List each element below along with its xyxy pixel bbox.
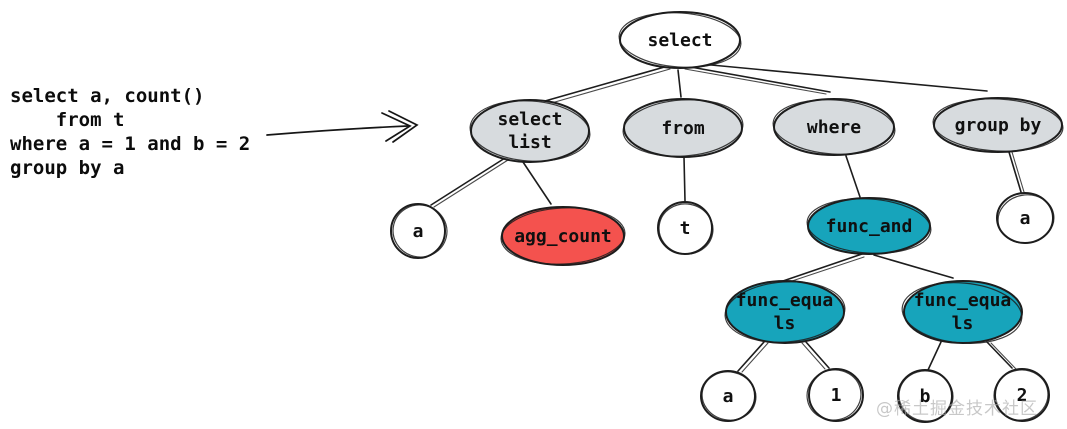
node-shape-select <box>618 11 742 69</box>
node-shape-agg-count <box>500 206 626 266</box>
node-shape-from <box>622 98 744 158</box>
node-shapes <box>390 11 1064 423</box>
node-shape-a-cond <box>700 370 757 422</box>
node-shape-t <box>657 201 714 255</box>
node-shape-lit-1 <box>806 368 864 422</box>
node-shape-lit-2 <box>993 368 1050 422</box>
node-shape-func-equals-2 <box>901 280 1023 344</box>
node-shape-func-and <box>806 197 932 255</box>
node-shape-select-list <box>469 99 591 163</box>
node-shape-a-group <box>996 192 1055 244</box>
sql-source-code: select a, count() from t where a = 1 and… <box>10 85 251 179</box>
node-shape-where <box>772 98 896 156</box>
node-shape-group-by <box>932 97 1064 153</box>
arrow-right-icon <box>266 110 419 143</box>
tree-edges <box>430 62 1025 373</box>
node-shape-b-cond <box>897 369 954 423</box>
watermark: @稀土掘金技术社区 <box>876 399 1038 419</box>
node-shape-a-select <box>390 203 448 259</box>
node-shape-func-equals-1 <box>724 280 846 344</box>
